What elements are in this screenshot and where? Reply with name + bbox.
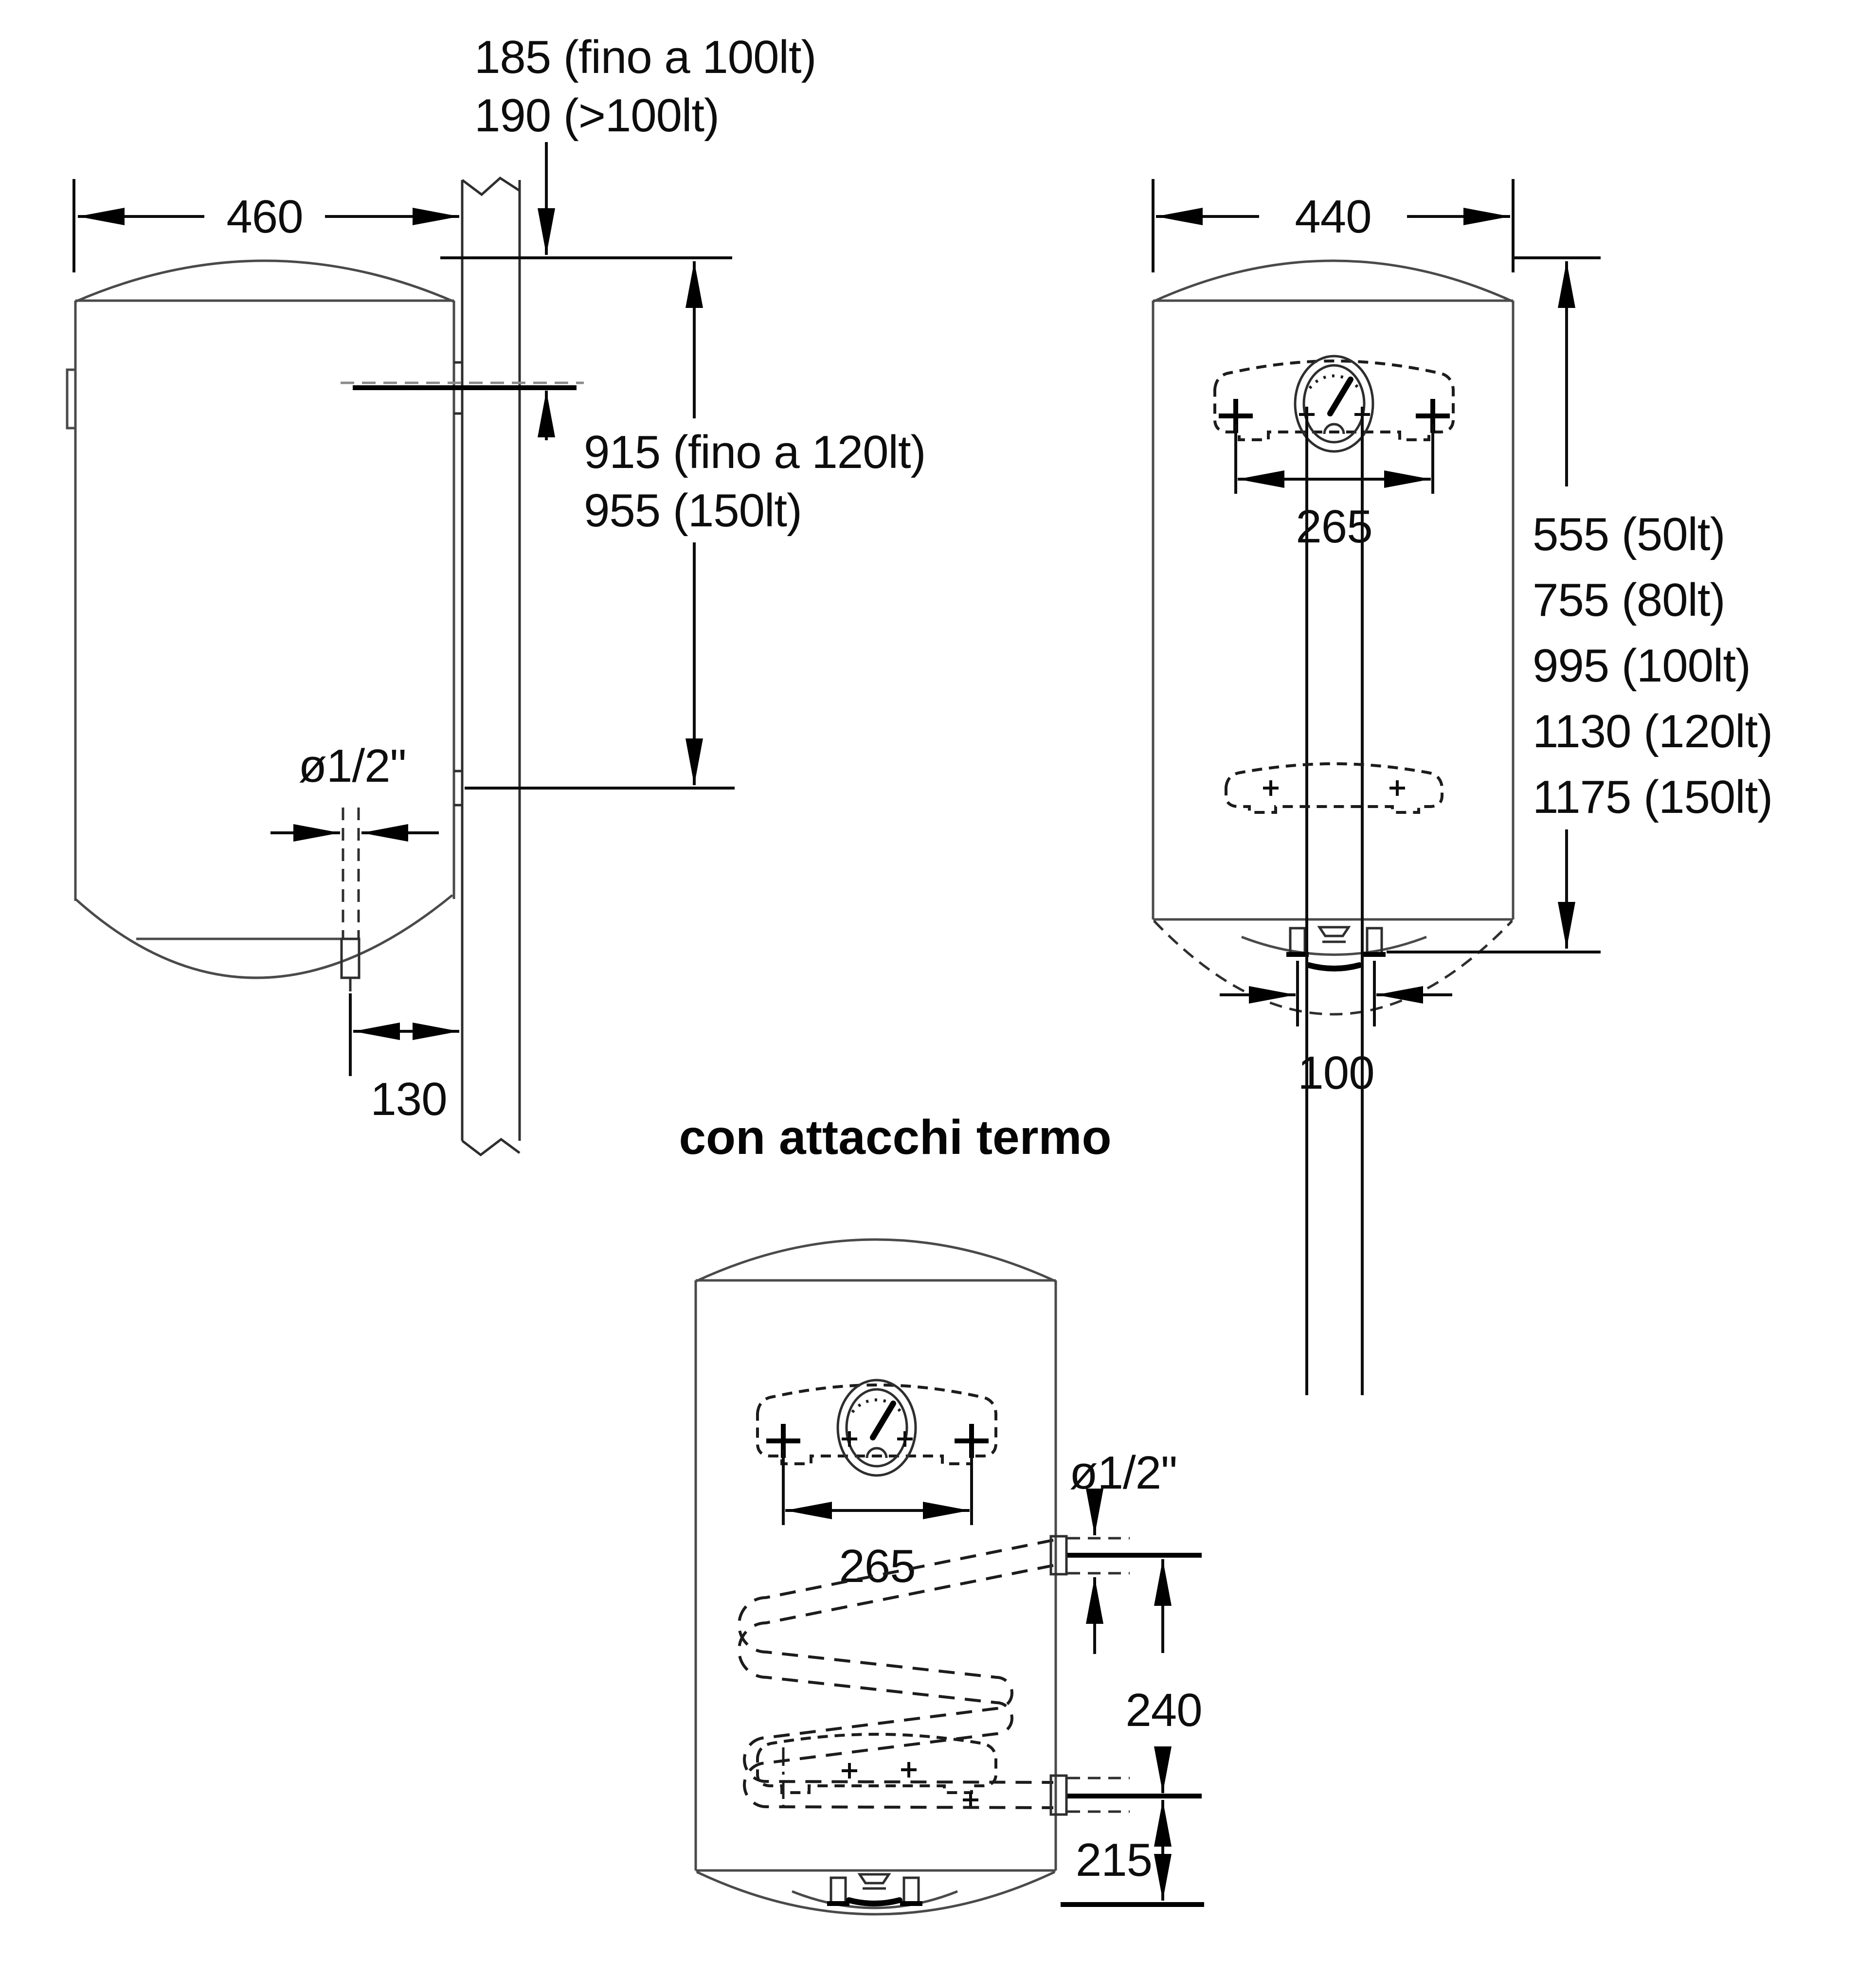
dim-440-label: 440 bbox=[1295, 191, 1371, 243]
thermometer-outer-ring bbox=[1294, 355, 1374, 453]
height-label-120lt: 1130 (120lt) bbox=[1533, 705, 1772, 757]
dim-130-label: 130 bbox=[370, 1073, 447, 1125]
thermometer-inner-ring bbox=[1302, 364, 1366, 444]
dim-240-label: 240 bbox=[1125, 1684, 1202, 1736]
thermometer-icon bbox=[836, 1379, 917, 1477]
thermometer-bulb-arc bbox=[1323, 423, 1345, 434]
dim-440: 440 bbox=[1152, 179, 1515, 272]
height-label-80lt: 755 (80lt) bbox=[1533, 574, 1725, 626]
height-label-100lt: 995 (100lt) bbox=[1533, 640, 1750, 692]
coil-wall-bottom bbox=[738, 1564, 1054, 1809]
lower-flange-mark-right bbox=[901, 1762, 917, 1778]
thermometer-inner-ring bbox=[845, 1388, 908, 1468]
drain-funnel-icon bbox=[857, 1873, 891, 1885]
lower-flange-mark-left bbox=[1263, 780, 1279, 796]
small-mark-left bbox=[842, 1431, 857, 1447]
dim-265-label: 265 bbox=[1296, 501, 1372, 553]
dim-100: 100 bbox=[1220, 961, 1452, 1099]
height-label-150lt: 1175 (150lt) bbox=[1533, 771, 1772, 823]
coil-upper-nipple bbox=[1049, 1535, 1068, 1576]
lower-flange-outline bbox=[756, 1732, 997, 1794]
dim-915-label: 915 (fino a 120lt) bbox=[584, 426, 925, 478]
small-mark-left bbox=[1299, 407, 1315, 1395]
dim-190-label: 190 (>100lt) bbox=[474, 90, 719, 142]
bottom-center-edge bbox=[1306, 962, 1362, 971]
dim-240: 240 bbox=[1125, 1559, 1203, 1793]
dim-185-190: 185 (fino a 100lt) 190 (>100lt) bbox=[474, 31, 816, 440]
upper-flange bbox=[756, 1379, 997, 1477]
front-view: 265 440 555 (50lt) 755 (80lt) 995 (100lt… bbox=[1152, 179, 1773, 1395]
drain-stub bbox=[340, 937, 361, 979]
lower-flange-mark-right bbox=[1389, 780, 1405, 796]
tank-bottom-skirt bbox=[792, 1890, 958, 1909]
dim-955-label: 955 (150lt) bbox=[584, 485, 802, 537]
lower-flange-mark-left bbox=[842, 1763, 857, 1779]
side-view: 460 185 (fino a 100lt) 190 (>100lt) 915 … bbox=[66, 31, 926, 1157]
right-foot bbox=[902, 1876, 920, 1905]
coil-wall-top bbox=[738, 1539, 1054, 1784]
dim-heights: 555 (50lt) 755 (80lt) 995 (100lt) 1130 (… bbox=[1387, 256, 1773, 953]
left-foot bbox=[830, 1876, 847, 1905]
height-label-50lt: 555 (50lt) bbox=[1533, 508, 1725, 560]
section-caption: con attacchi termo bbox=[679, 1110, 1111, 1165]
dim-460-label: 460 bbox=[226, 191, 303, 243]
small-mark-right bbox=[1354, 407, 1370, 1395]
dim-100-label: 100 bbox=[1298, 1047, 1374, 1099]
coil-lower-nipple bbox=[1049, 1774, 1068, 1816]
small-mark-right bbox=[897, 1431, 913, 1447]
tank-bottom-dome-hidden bbox=[1153, 920, 1513, 1016]
tank-top-dome bbox=[75, 259, 454, 303]
thermometer-needle bbox=[870, 1401, 896, 1440]
thermometer-scale-ticks bbox=[1308, 374, 1360, 389]
dim-215-label: 215 bbox=[1076, 1834, 1152, 1886]
thermometer-outer-ring bbox=[836, 1379, 917, 1477]
tank-bottom-dome bbox=[696, 1870, 1056, 1916]
lower-flange-mark-bottom bbox=[963, 1792, 978, 1808]
drain-funnel-icon bbox=[1317, 926, 1351, 937]
lower-flange bbox=[756, 1732, 997, 1808]
dim-215: 215 bbox=[1061, 1800, 1204, 1907]
front-view-tank bbox=[1152, 259, 1515, 1016]
lower-flange bbox=[1225, 762, 1443, 814]
dim-185-label: 185 (fino a 100lt) bbox=[474, 31, 816, 83]
flange-plate-outline bbox=[756, 1383, 997, 1465]
thermometer-needle bbox=[1327, 377, 1353, 416]
dim-265-label: 265 bbox=[839, 1540, 915, 1592]
tank-top-dome bbox=[695, 1238, 1057, 1283]
dim-460: 460 bbox=[72, 179, 459, 272]
dim-coil-diameter: ø1/2" bbox=[1069, 1447, 1177, 1654]
tank-top-dome bbox=[1152, 259, 1514, 303]
flange-bolts bbox=[766, 1424, 989, 1458]
dim-drain-diameter-label: ø1/2" bbox=[298, 740, 406, 792]
thermostat-side-nub bbox=[66, 368, 77, 430]
dim-drain-diameter: ø1/2" bbox=[271, 740, 439, 842]
dim-265-termo: 265 bbox=[782, 1450, 973, 1592]
termo-view: 265 ø1/2" bbox=[694, 1238, 1204, 1916]
tank-bottom-dome bbox=[74, 894, 453, 979]
side-view-tank bbox=[66, 259, 455, 979]
drain-pipe bbox=[340, 808, 361, 1008]
thermometer-bulb-arc bbox=[866, 1447, 888, 1458]
dim-coil-diameter-label: ø1/2" bbox=[1069, 1447, 1177, 1499]
lower-flange-outline bbox=[1225, 762, 1443, 814]
tank-bottom-skirt bbox=[1241, 935, 1427, 956]
bottom-center-edge bbox=[846, 1897, 902, 1906]
left-foot bbox=[1289, 927, 1306, 955]
dim-130: 130 bbox=[349, 993, 459, 1125]
wall-bottom-break bbox=[461, 1137, 521, 1157]
wall-top-break bbox=[461, 176, 521, 197]
thermometer-icon bbox=[1294, 355, 1374, 453]
flange-plate-outline bbox=[1213, 359, 1455, 441]
heat-exchanger-coil bbox=[738, 1535, 1202, 1816]
dim-915-955: 915 (fino a 120lt) 955 (150lt) bbox=[584, 261, 926, 785]
mounting-wall bbox=[454, 176, 521, 1157]
dim-265-front: 265 bbox=[1234, 424, 1434, 553]
thermometer-scale-ticks bbox=[851, 1398, 902, 1413]
